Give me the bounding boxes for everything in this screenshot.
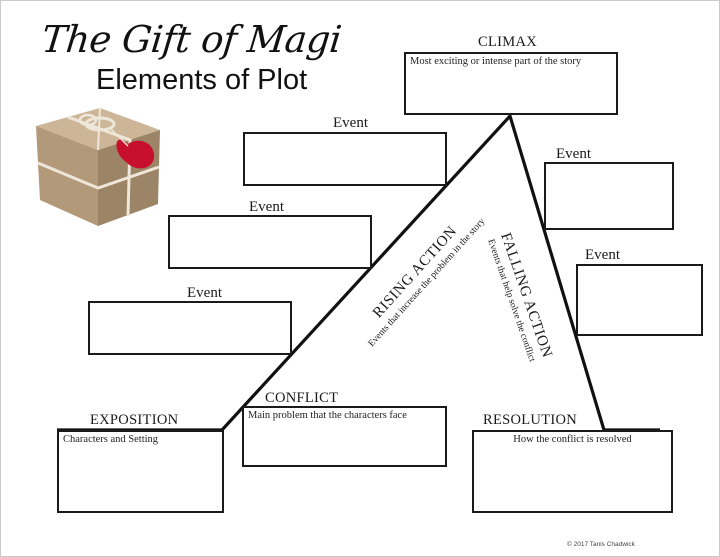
exposition-label: EXPOSITION: [90, 412, 179, 428]
conflict-box[interactable]: Main problem that the characters face: [242, 406, 447, 467]
event-label-falling-2: Event: [585, 247, 620, 263]
event-label-falling-1: Event: [556, 146, 591, 162]
gift-box-icon: [36, 107, 160, 226]
worksheet-title: The Gift of Magi: [39, 18, 344, 61]
event-label-rising-3: Event: [333, 115, 368, 131]
climax-label: CLIMAX: [478, 34, 537, 50]
resolution-label: RESOLUTION: [483, 412, 578, 428]
exposition-hint: Characters and Setting: [63, 434, 159, 445]
climax-hint: Most exciting or intense part of the sto…: [410, 56, 582, 67]
event-label-rising-2: Event: [249, 199, 284, 215]
resolution-box[interactable]: How the conflict is resolved: [472, 430, 673, 513]
copyright-notice: © 2017 Tanis Chadwick: [567, 541, 635, 548]
event-box-falling-2[interactable]: [576, 264, 703, 336]
event-box-rising-2[interactable]: [168, 215, 372, 269]
event-box-rising-1[interactable]: [88, 301, 292, 355]
conflict-label: CONFLICT: [265, 390, 339, 406]
event-box-rising-3[interactable]: [243, 132, 447, 186]
worksheet-subtitle: Elements of Plot: [96, 64, 308, 96]
conflict-hint: Main problem that the characters face: [248, 410, 407, 421]
resolution-hint: How the conflict is resolved: [513, 434, 632, 445]
event-label-rising-1: Event: [187, 285, 222, 301]
exposition-box[interactable]: Characters and Setting: [57, 430, 224, 513]
event-box-falling-1[interactable]: [544, 162, 674, 230]
climax-box[interactable]: Most exciting or intense part of the sto…: [404, 52, 618, 115]
